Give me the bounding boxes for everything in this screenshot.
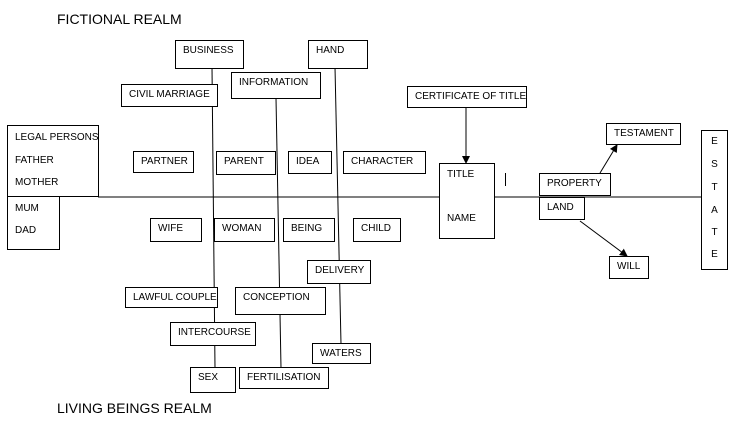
lawful-couple-box: LAWFUL COUPLE	[125, 287, 218, 308]
name-label: NAME	[447, 213, 476, 224]
parent-box: PARENT	[216, 151, 276, 175]
land-to-will-arrow	[579, 220, 628, 257]
estate-letter-t2: T	[711, 227, 718, 238]
estate-box: E S T A T E	[701, 130, 728, 270]
property-to-testament-arrow	[599, 144, 618, 174]
property-box: PROPERTY	[539, 173, 611, 196]
business-box: BUSINESS	[175, 40, 244, 69]
delivery-box: DELIVERY	[307, 260, 371, 284]
waters-box: WATERS	[312, 343, 371, 364]
fertilisation-box: FERTILISATION	[239, 367, 329, 389]
mum-dad-box: MUM DAD	[7, 196, 60, 250]
hand-waters-line	[334, 66, 342, 345]
estate-letter-e1: E	[711, 136, 718, 147]
idea-box: IDEA	[288, 151, 332, 174]
sex-box: SEX	[190, 367, 236, 393]
title-label: TITLE	[447, 169, 475, 180]
will-box: WILL	[609, 256, 649, 279]
civil-marriage-box: CIVIL MARRIAGE	[121, 84, 218, 107]
woman-box: WOMAN	[214, 218, 275, 242]
testament-box: TESTAMENT	[606, 123, 681, 145]
mum-label: MUM	[15, 203, 39, 214]
conception-box: CONCEPTION	[235, 287, 326, 315]
estate-letter-s: S	[711, 159, 718, 170]
legal-persons-box: LEGAL PERSONS FATHER MOTHER	[7, 125, 99, 197]
living-beings-realm-label: LIVING BEINGS REALM	[57, 400, 212, 416]
legal-persons-label: LEGAL PERSONS	[15, 132, 99, 143]
estate-letter-a: A	[711, 205, 718, 216]
business-sex-line	[211, 66, 216, 369]
estate-letter-t1: T	[711, 182, 718, 193]
character-box: CHARACTER	[343, 151, 426, 174]
title-name-box: TITLE NAME	[439, 163, 495, 239]
land-box: LAND	[539, 197, 585, 220]
intercourse-box: INTERCOURSE	[170, 322, 256, 346]
partner-box: PARTNER	[133, 151, 194, 173]
mother-label: MOTHER	[15, 177, 59, 188]
being-box: BEING	[283, 218, 335, 242]
dad-label: DAD	[15, 225, 37, 236]
information-box: INFORMATION	[231, 72, 321, 99]
father-label: FATHER	[15, 155, 54, 166]
wife-box: WIFE	[150, 218, 202, 242]
estate-letter-e2: E	[711, 249, 718, 260]
certificate-of-title-box: CERTIFICATE OF TITLE	[407, 86, 527, 108]
text-cursor	[505, 173, 506, 186]
fictional-realm-label: FICTIONAL REALM	[57, 11, 182, 27]
hand-box: HAND	[308, 40, 368, 69]
child-box: CHILD	[353, 218, 401, 242]
information-fertilisation-line	[275, 97, 282, 369]
